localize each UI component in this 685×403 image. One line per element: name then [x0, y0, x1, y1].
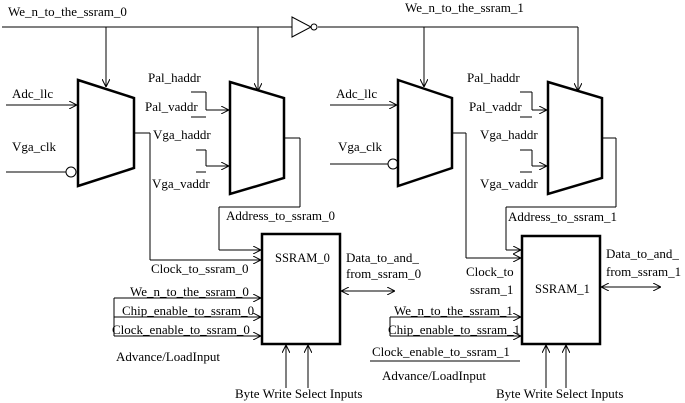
right-pal-haddr-label: Pal_haddr [467, 70, 520, 85]
left-chip-enable-label: Chip_enable_to_ssram_0 [122, 303, 254, 318]
left-pal-haddr-label: Pal_haddr [148, 70, 201, 85]
left-clock-label: Clock_to_ssram_0 [151, 261, 249, 276]
left-adc-llc-label: Adc_llc [12, 86, 53, 101]
left-we-label: We_n_to_the_ssram_0 [130, 284, 249, 299]
we1-top-label: We_n_to_the_ssram_1 [405, 0, 524, 15]
ssram-1-block [520, 234, 602, 346]
inverter-icon [291, 16, 318, 38]
left-data-label-1: Data_to_and_ [346, 250, 419, 265]
left-vga-vaddr-label: Vga_vaddr [152, 176, 210, 191]
right-chip-enable-label: Chip_enable_to_ssram_1 [388, 322, 520, 337]
right-vga-clk-label: Vga_clk [338, 139, 383, 154]
ssram-0-block [260, 232, 342, 346]
right-clock-enable-label: Clock_enable_to_ssram_1 [372, 344, 510, 359]
left-address-mux [228, 80, 286, 196]
right-advance-label: Advance/LoadInput [382, 368, 486, 383]
right-pal-vaddr-label: Pal_vaddr [469, 99, 522, 114]
right-byte-write-label: Byte Write Select Inputs [496, 386, 623, 401]
left-vga-clk-label: Vga_clk [12, 139, 57, 154]
top-control-wires [2, 26, 578, 90]
right-we-label: We_n_to_the_ssram_1 [394, 303, 513, 318]
right-address-label: Address_to_ssram_1 [508, 209, 617, 224]
right-clock-label-1: Clock_to [466, 264, 514, 279]
left-clock-mux [76, 78, 136, 188]
left-clock-enable-label: Clock_enable_to_ssram_0 [112, 322, 250, 337]
left-byte-write-label: Byte Write Select Inputs [235, 386, 362, 401]
right-adc-llc-label: Adc_llc [336, 86, 377, 101]
left-advance-label: Advance/LoadInput [116, 349, 220, 364]
left-vga-haddr-label: Vga_haddr [153, 127, 211, 142]
right-clock-mux [396, 78, 454, 188]
right-address-mux [546, 80, 604, 196]
right-half: Adc_llc Vga_clk Pal_haddr Pal_vaddr Vga_… [330, 70, 681, 401]
left-invert-bubble-icon [65, 166, 77, 178]
right-invert-bubble-icon [387, 158, 399, 170]
left-half: Adc_llc Vga_clk Pal_haddr Pal_vaddr Vga_… [6, 70, 421, 401]
ssram-1-label: SSRAM_1 [535, 282, 590, 296]
ssram-0-label: SSRAM_0 [275, 251, 330, 265]
right-data-label-2: from_ssram_1 [606, 264, 681, 279]
right-data-label-1: Data_to_and_ [606, 246, 679, 261]
right-clock-label-2: ssram_1 [470, 282, 513, 297]
left-data-label-2: from_ssram_0 [346, 266, 421, 281]
right-vga-vaddr-label: Vga_vaddr [480, 176, 538, 191]
left-address-label: Address_to_ssram_0 [226, 208, 335, 223]
right-vga-haddr-label: Vga_haddr [480, 127, 538, 142]
we0-top-label: We_n_to_the_ssram_0 [8, 4, 127, 19]
left-pal-vaddr-label: Pal_vaddr [145, 99, 198, 114]
